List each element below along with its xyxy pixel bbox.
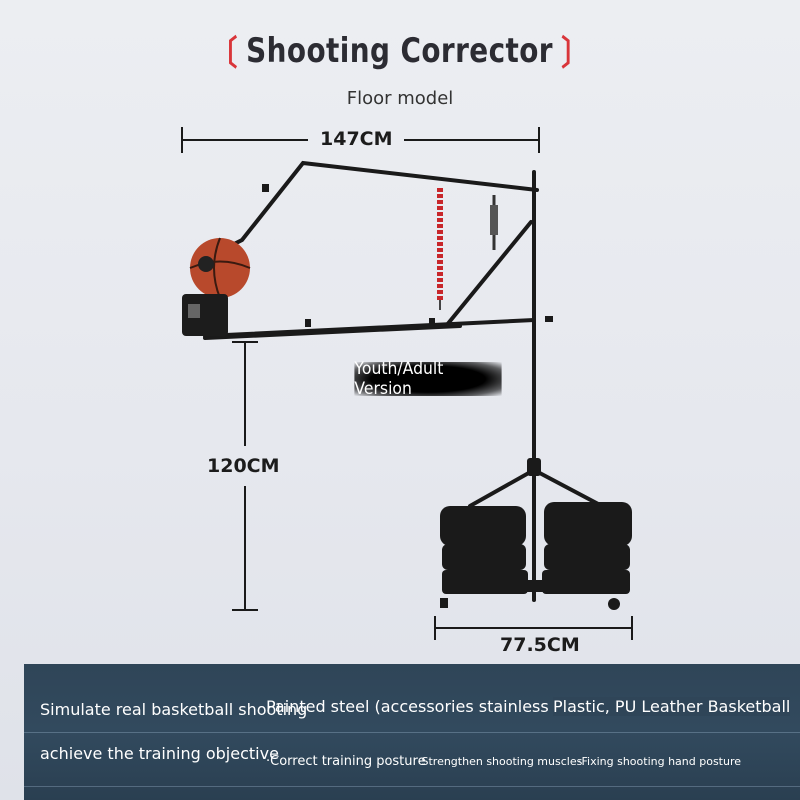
basketball bbox=[189, 237, 251, 299]
benefit-3: ·Fixing shooting hand posture bbox=[578, 755, 742, 768]
title-text: Shooting Corrector bbox=[246, 30, 554, 71]
material-ball: Plastic, PU Leather Basketball bbox=[553, 697, 791, 716]
feature-line-1: Simulate real basketball shooting bbox=[40, 700, 308, 719]
base-dimension-label: 77.5CM bbox=[500, 634, 580, 656]
features-panel bbox=[24, 664, 800, 800]
base-dimension-line bbox=[434, 616, 633, 640]
panel-divider bbox=[24, 786, 800, 787]
height-dimension-label: 120CM bbox=[207, 455, 280, 477]
elastic-cord bbox=[437, 188, 498, 310]
title-block: 〔 Shooting Corrector 〕 bbox=[0, 26, 800, 75]
benefit-2: ·Strengthen shooting muscles bbox=[418, 755, 583, 768]
adjustment-knobs bbox=[262, 184, 553, 476]
page-title: 〔 Shooting Corrector 〕 bbox=[210, 26, 590, 75]
right-bracket-icon: 〕 bbox=[561, 34, 590, 74]
material-frame: Painted steel (accessories stainless ste… bbox=[266, 697, 599, 716]
width-dimension-line bbox=[181, 127, 540, 153]
width-dimension-label: 147CM bbox=[320, 128, 393, 150]
subtitle: Floor model bbox=[346, 88, 454, 109]
left-bracket-icon: 〔 bbox=[210, 34, 239, 74]
benefit-1: ·Correct training posture bbox=[266, 754, 426, 769]
height-dimension-line bbox=[232, 341, 258, 611]
weight-base-left bbox=[440, 506, 528, 608]
panel-divider bbox=[24, 732, 800, 733]
version-badge: Youth/Adult Version bbox=[354, 359, 502, 399]
weight-base-right bbox=[542, 502, 632, 610]
feature-line-2: achieve the training objective bbox=[40, 744, 279, 763]
